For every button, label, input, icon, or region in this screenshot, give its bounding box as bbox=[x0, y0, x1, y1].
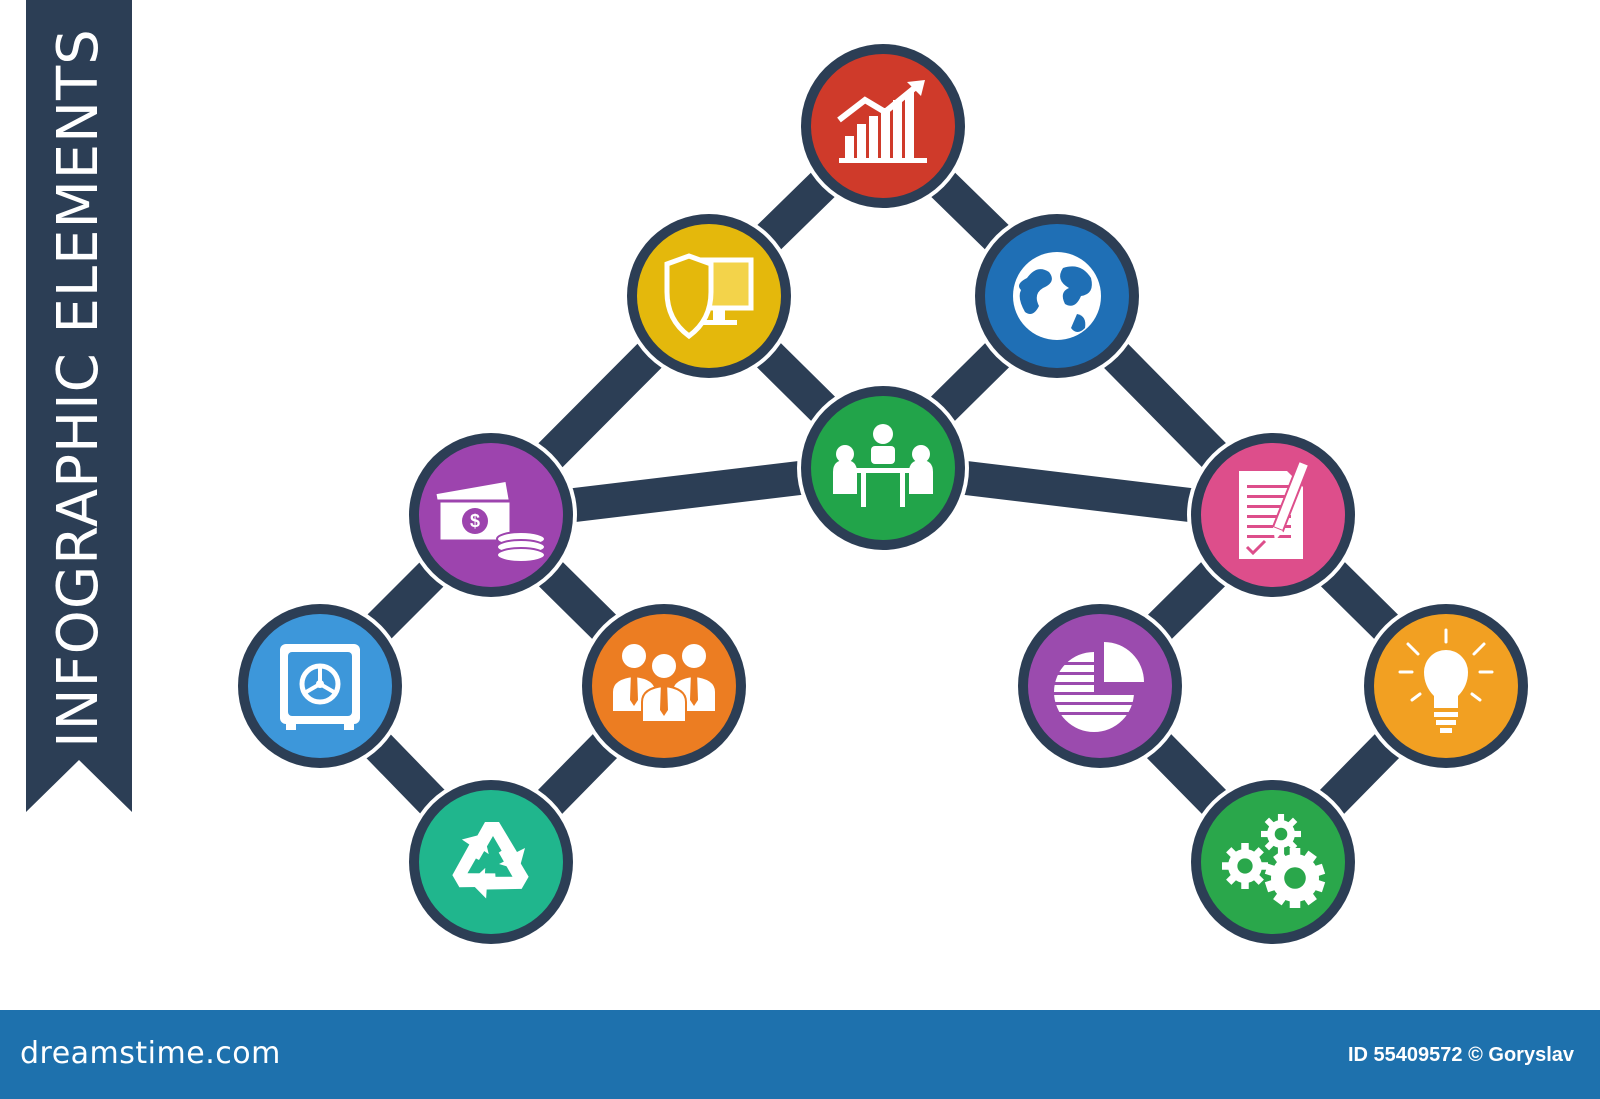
node-disc bbox=[419, 790, 563, 934]
node-globe bbox=[971, 210, 1143, 382]
gears-icon bbox=[1222, 814, 1326, 908]
footer-credit: ID 55409572 © Goryslav bbox=[1348, 1044, 1574, 1066]
ribbon-shape bbox=[26, 0, 132, 812]
node-document bbox=[1187, 429, 1359, 601]
lightbulb-icon bbox=[1398, 628, 1494, 733]
diagram-nodes: $ bbox=[234, 40, 1532, 948]
node-safe bbox=[234, 600, 406, 772]
node-lightbulb bbox=[1360, 600, 1532, 772]
node-gears bbox=[1187, 776, 1359, 948]
footer-bar: dreamstime.com ID 55409572 © Goryslav bbox=[0, 1010, 1600, 1099]
svg-text:$: $ bbox=[470, 511, 480, 531]
meeting-table-icon bbox=[833, 424, 933, 507]
growth-chart-icon bbox=[837, 80, 927, 163]
node-disc bbox=[1028, 614, 1172, 758]
node-pie-chart bbox=[1014, 600, 1186, 772]
node-disc bbox=[1201, 790, 1345, 934]
footer-site-name[interactable]: dreamstime.com bbox=[20, 1036, 281, 1071]
globe-icon bbox=[1013, 252, 1101, 340]
node-team bbox=[578, 600, 750, 772]
node-money: $ bbox=[405, 429, 577, 601]
node-growth-chart bbox=[797, 40, 969, 212]
node-meeting bbox=[797, 382, 969, 554]
pie-chart-icon bbox=[1054, 642, 1144, 732]
node-shield-monitor bbox=[623, 210, 795, 382]
money-coins-icon: $ bbox=[436, 481, 546, 563]
shield-monitor-icon bbox=[664, 253, 754, 340]
team-icon bbox=[611, 642, 717, 723]
title-ribbon bbox=[26, 0, 132, 812]
infographic-diagram: $ bbox=[234, 40, 1532, 948]
safe-icon bbox=[280, 644, 360, 730]
node-recycle bbox=[405, 776, 577, 948]
document-pen-icon bbox=[1239, 459, 1311, 559]
recycle-icon bbox=[452, 822, 529, 899]
